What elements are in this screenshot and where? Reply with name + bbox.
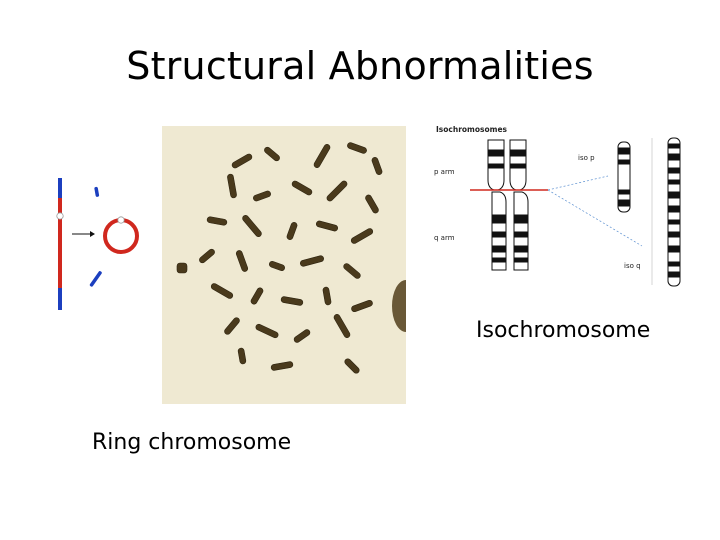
metaphase-chromosome — [313, 144, 331, 168]
metaphase-spread-image — [162, 126, 406, 404]
deleted-fragment-bottom — [89, 271, 102, 287]
metaphase-chromosome — [291, 180, 313, 196]
metaphase-chromosome — [326, 180, 348, 202]
metaphase-chromosome — [242, 215, 262, 237]
isochromosome-caption: Isochromosome — [476, 318, 651, 343]
metaphase-chromosome — [322, 286, 332, 306]
metaphase-chromosome — [293, 329, 311, 343]
linear-chromosome — [56, 178, 64, 310]
metaphase-chromosome — [224, 317, 240, 335]
metaphase-chromosome — [347, 142, 367, 154]
iso-diagram-title: Isochromosomes — [436, 125, 508, 134]
isochromosome-diagram: Isochromosomes p arm q arm iso p iso q — [434, 125, 681, 287]
arrow — [72, 231, 95, 237]
metaphase-chromosome — [253, 190, 271, 202]
metaphase-chromosome — [365, 194, 379, 214]
ring-chromosome-caption: Ring chromosome — [92, 430, 292, 455]
iso-p-chromosome — [617, 141, 631, 213]
metaphase-chromosome — [227, 173, 237, 199]
metaphase-chromosome — [210, 283, 234, 299]
metaphase-chromosome — [206, 216, 228, 226]
metaphase-chromosome — [286, 222, 298, 240]
metaphase-chromosome — [343, 263, 361, 279]
metaphase-chromosome — [280, 296, 304, 306]
slide-title: Structural Abnormalities — [126, 44, 594, 88]
metaphase-chromosome — [231, 153, 253, 169]
deleted-fragment-top — [94, 186, 100, 197]
iso-p-label: iso p — [578, 154, 595, 162]
metaphase-chromosome — [344, 358, 360, 374]
metaphase-chromosome — [371, 157, 383, 175]
metaphase-chromosome — [237, 347, 247, 365]
iso-q-label: iso q — [624, 262, 641, 270]
metaphase-chromosome — [199, 248, 215, 264]
metaphase-chromosome — [315, 220, 339, 232]
metaphase-chromosome — [350, 228, 374, 244]
ring-chromosome — [103, 216, 139, 254]
metaphase-chromosome — [255, 323, 279, 339]
metaphase-chromosome — [351, 299, 373, 313]
metaphase-chromosome — [333, 314, 351, 338]
normal-chromosome — [487, 139, 529, 271]
metaphase-chromosome — [264, 146, 280, 162]
metaphase-chromosome — [270, 361, 294, 371]
metaphase-chromosome — [250, 287, 264, 305]
metaphase-chromosome — [235, 250, 249, 272]
metaphase-chromosome — [176, 262, 188, 274]
metaphase-chromosome — [269, 260, 285, 272]
p-arm-label: p arm — [434, 168, 455, 176]
pointer-iso-p — [547, 175, 609, 191]
q-arm-label: q arm — [434, 234, 455, 242]
iso-q-chromosome — [667, 137, 681, 287]
metaphase-chromosome — [300, 255, 324, 267]
ring-chromosome-diagram — [56, 178, 139, 310]
